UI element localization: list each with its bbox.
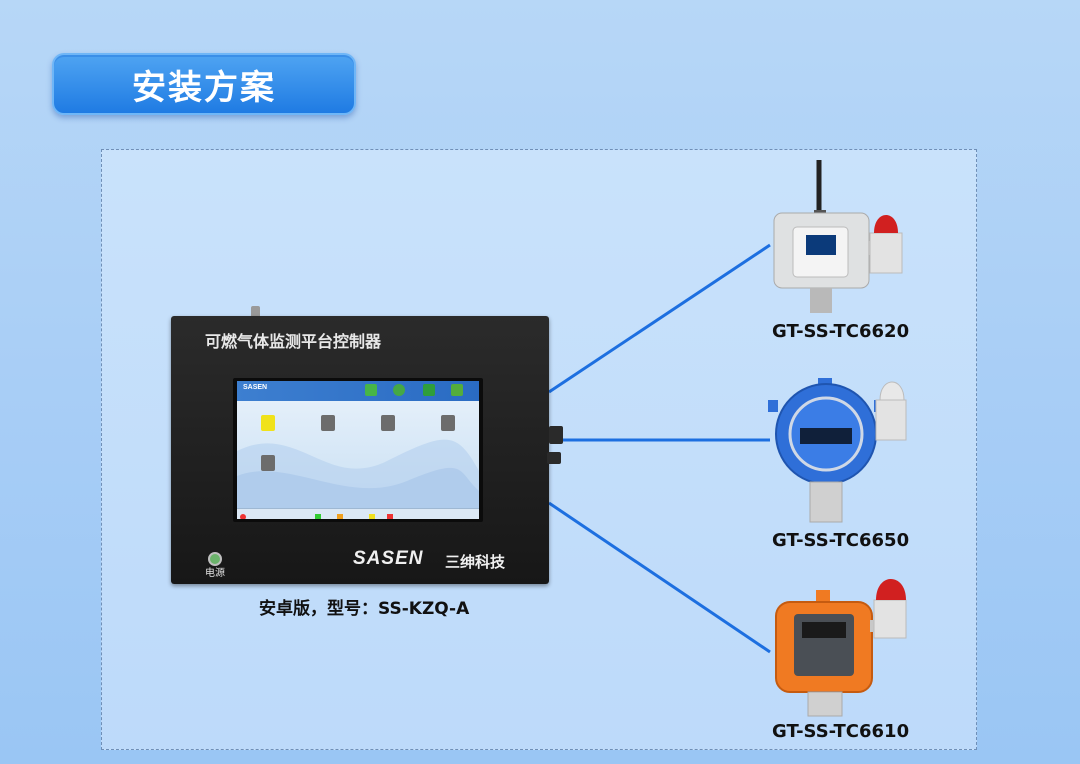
- sensor-tile-icon[interactable]: [321, 415, 335, 431]
- screen-topbar: SASEN: [237, 381, 479, 401]
- home-icon[interactable]: [365, 384, 377, 396]
- settings-icon[interactable]: [393, 384, 405, 396]
- detector-model-label: GT-SS-TC6610: [772, 721, 910, 742]
- sensor-tile-icon[interactable]: [381, 415, 395, 431]
- screen-display: SASEN: [237, 381, 479, 519]
- detector-tc6650-image: [768, 378, 907, 523]
- brand-name-cn: 三绅科技: [445, 553, 506, 571]
- sensor-tile-icon[interactable]: [261, 415, 275, 431]
- line-to-tc6620: [548, 243, 771, 394]
- detector-model-label: GT-SS-TC6620: [772, 321, 910, 342]
- tools-icon[interactable]: [451, 384, 463, 396]
- power-label: 电源: [205, 568, 225, 579]
- controller-caption: 安卓版，型号：SS-KZQ-A: [259, 599, 470, 619]
- section-title: 安装方案: [132, 67, 276, 108]
- controller-antenna-stub: [251, 306, 260, 318]
- detector-model-label: GT-SS-TC6650: [772, 530, 910, 551]
- brand-logo: SASEN: [353, 548, 424, 569]
- lock-icon[interactable]: [423, 384, 435, 396]
- line-to-tc6610: [548, 501, 771, 654]
- controller-screen: SASEN: [233, 378, 483, 522]
- cable-connector-icon: [549, 426, 563, 444]
- power-icon[interactable]: [208, 552, 222, 566]
- sensor-tile-icon[interactable]: [441, 415, 455, 431]
- cable-connector-icon: [547, 452, 561, 464]
- section-title-badge: 安装方案: [52, 53, 356, 115]
- controller-title: 可燃气体监测平台控制器: [205, 332, 382, 351]
- screen-status-bar: [237, 508, 479, 519]
- detector-tc6620-image: [773, 160, 903, 313]
- sensor-tile-icon[interactable]: [261, 455, 275, 471]
- screen-logo-icon: SASEN: [243, 384, 268, 391]
- screen-wave-graphic: [237, 439, 479, 519]
- detector-tc6610-image: [775, 579, 907, 717]
- controller-device: 可燃气体监测平台控制器 SASEN: [171, 316, 549, 584]
